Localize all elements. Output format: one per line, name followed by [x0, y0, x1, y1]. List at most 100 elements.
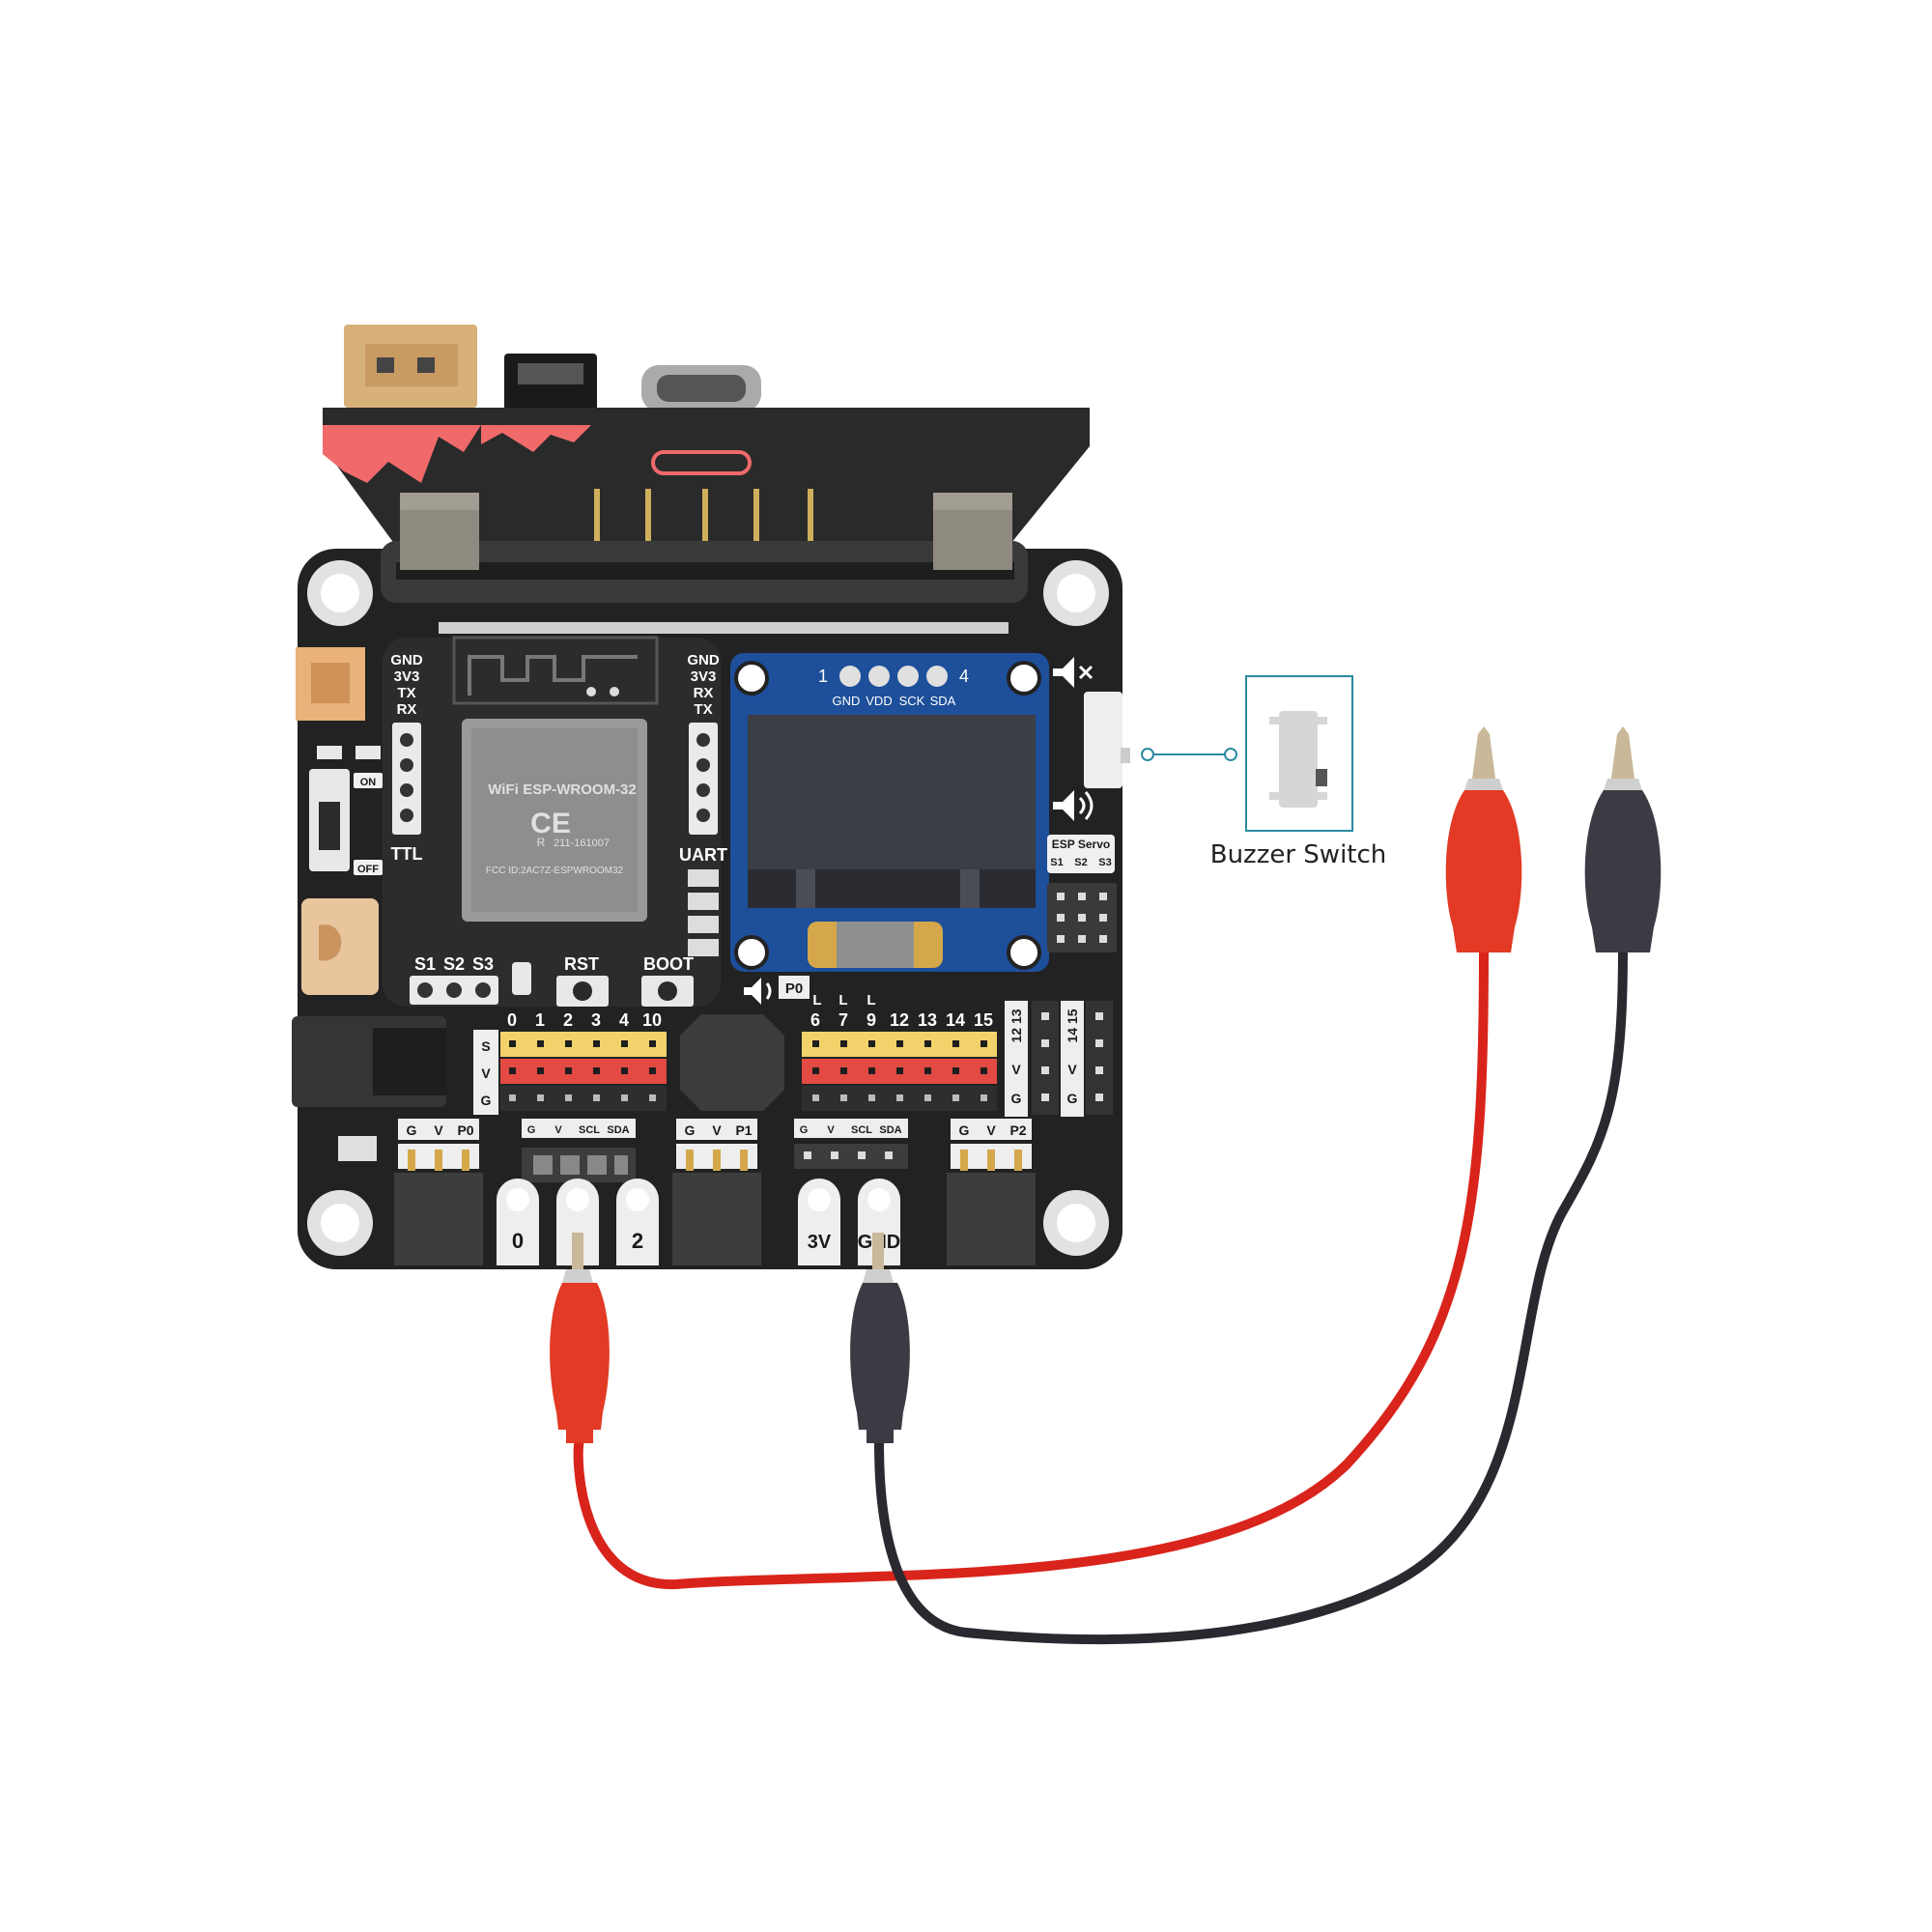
oled-pin-gnd: GND — [833, 694, 861, 708]
edge-pad-0-label: 0 — [512, 1229, 524, 1253]
red-clip-board[interactable] — [550, 1233, 610, 1443]
mount-hole — [1043, 1190, 1109, 1256]
side-header-b[interactable] — [1086, 1001, 1113, 1115]
buzzer-p0-label: P0 — [785, 980, 803, 997]
mount-hole — [307, 1190, 373, 1256]
l-mark-3: L — [867, 992, 875, 1009]
p0-connector[interactable] — [394, 1144, 483, 1265]
p0-v: V — [434, 1122, 443, 1138]
p2-connector[interactable] — [947, 1144, 1036, 1265]
r-mark: R — [537, 836, 546, 849]
i2c-a-scl: SCL — [579, 1124, 600, 1136]
buzzer — [680, 1014, 784, 1111]
mount-hole — [1043, 560, 1109, 626]
row-label-column — [473, 1030, 498, 1115]
boot-label: BOOT — [643, 954, 694, 974]
black-clip-board[interactable] — [850, 1233, 910, 1443]
chip-cert: 211-161007 — [554, 838, 610, 849]
buzzer-switch[interactable] — [1084, 692, 1122, 788]
p2-g: G — [959, 1122, 970, 1138]
header-left-pin-10: 10 — [642, 1010, 662, 1030]
black-clip-free[interactable] — [1584, 726, 1662, 952]
servo-title: ESP Servo — [1052, 838, 1110, 851]
header-right-pin-6: 6 — [810, 1010, 820, 1030]
header-right-labels: 6 7 9 12 13 14 15 — [810, 1010, 993, 1030]
header-right-pin-9: 9 — [867, 1010, 876, 1030]
select-s3: S3 — [472, 954, 494, 974]
servo-s3: S3 — [1098, 857, 1111, 868]
usb-port — [504, 354, 597, 413]
p0-g: G — [407, 1122, 417, 1138]
i2c-b-g: G — [800, 1124, 809, 1136]
side-header-a[interactable] — [1032, 1001, 1059, 1115]
ce-mark: CE — [530, 808, 571, 839]
edge-pad-3v[interactable]: 3V — [798, 1179, 840, 1265]
rst-button[interactable] — [556, 976, 609, 1007]
i2c-a-connector[interactable] — [522, 1148, 636, 1182]
microbit-slot — [323, 408, 1090, 557]
p0-p0: P0 — [457, 1122, 473, 1138]
side-b-v: V — [1067, 1062, 1077, 1077]
chip-name: ESP-WROOM-32 — [523, 781, 637, 798]
switch-off-label: OFF — [357, 864, 379, 875]
oled-pins — [839, 666, 948, 687]
side-label-a-text: 12 13 — [1009, 1009, 1024, 1042]
servo-s1: S1 — [1050, 857, 1063, 868]
p1-v: V — [712, 1122, 722, 1138]
p1-g: G — [685, 1122, 696, 1138]
p1-p1: P1 — [735, 1122, 752, 1138]
boot-button[interactable] — [641, 976, 694, 1007]
p1-connector[interactable] — [672, 1144, 761, 1265]
edge-pad-1[interactable] — [556, 1179, 599, 1265]
micro-usb-port — [641, 365, 761, 412]
uart-leds — [688, 869, 719, 956]
led-indicator — [338, 1136, 377, 1161]
red-clip-free[interactable] — [1445, 726, 1522, 952]
i2c-a-v: V — [554, 1124, 562, 1136]
i2c-a-g: G — [527, 1124, 536, 1136]
uart-pin-gnd: GND — [687, 652, 720, 668]
i2c-b-scl: SCL — [851, 1124, 872, 1136]
ttl-pin-tx: TX — [397, 685, 415, 701]
row-label-s: S — [481, 1038, 490, 1054]
pin-strip — [439, 622, 1009, 634]
switch-on-label: ON — [360, 777, 377, 788]
servo-header[interactable] — [1047, 883, 1117, 952]
i2c-a-sda: SDA — [607, 1124, 629, 1136]
edge-pad-0[interactable]: 0 — [497, 1179, 539, 1265]
side-a-v: V — [1011, 1062, 1021, 1077]
i2c-b-connector[interactable] — [794, 1144, 908, 1169]
header-right-pin-15: 15 — [974, 1010, 993, 1030]
i2c-b-sda: SDA — [879, 1124, 901, 1136]
edge-pad-2[interactable]: 2 — [616, 1179, 659, 1265]
ttl-pin-3v3: 3V3 — [394, 668, 420, 685]
row-label-v: V — [481, 1065, 491, 1081]
servo-label-box — [1047, 835, 1115, 873]
black-wire — [874, 947, 1628, 1645]
servo-s2: S2 — [1074, 857, 1087, 868]
mount-hole — [307, 560, 373, 626]
reset-led — [512, 962, 531, 995]
header-left[interactable] — [500, 1032, 667, 1111]
mute-icon — [1053, 657, 1094, 688]
l-mark-1: L — [812, 992, 821, 1009]
header-left-pin-0: 0 — [507, 1010, 517, 1030]
header-left-pin-2: 2 — [563, 1010, 573, 1030]
p2-p2: P2 — [1009, 1122, 1026, 1138]
header-right-pin-7: 7 — [838, 1010, 848, 1030]
oled-pin-vdd: VDD — [866, 694, 892, 708]
ttl-header[interactable] — [392, 723, 421, 835]
select-s2: S2 — [443, 954, 465, 974]
edge-pad-2-label: 2 — [632, 1229, 643, 1253]
header-right[interactable] — [802, 1032, 997, 1111]
oled-ribbon — [808, 922, 943, 968]
ttl-label: TTL — [391, 844, 423, 864]
side-label-b — [1061, 1001, 1084, 1117]
uart-header[interactable] — [689, 723, 718, 835]
oled-pin-last: 4 — [959, 667, 969, 686]
buzzer-caption: Buzzer Switch — [1210, 840, 1387, 869]
side-label-a — [1005, 1001, 1028, 1117]
header-left-labels: 0 1 2 3 4 10 — [507, 1010, 662, 1030]
l-mark-2: L — [838, 992, 847, 1009]
chip-fcc: FCC ID:2AC7Z-ESPWROOM32 — [486, 866, 624, 876]
